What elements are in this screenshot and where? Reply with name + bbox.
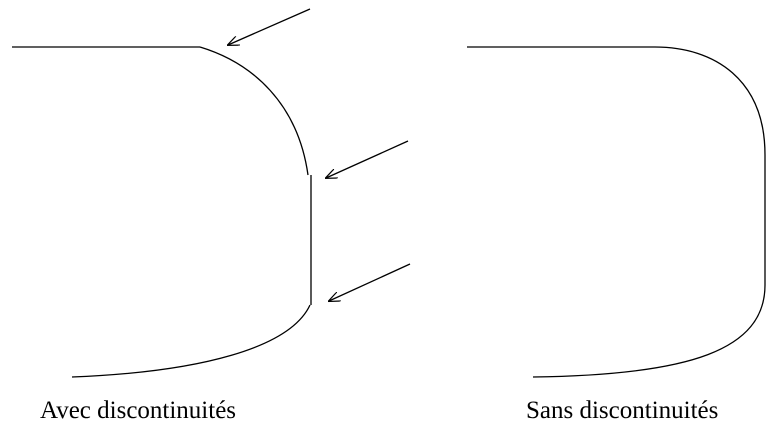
arrow-discontinuity-top: [228, 8, 311, 45]
caption-without-discontinuities: Sans discontinuités: [526, 397, 719, 424]
arrow-discontinuity-middle: [326, 140, 409, 178]
right-smooth-curve: [467, 46, 766, 378]
left-panel: [12, 8, 411, 378]
arrow-discontinuity-bottom: [329, 263, 411, 301]
left-upper-arc: [199, 46, 309, 176]
right-panel: [467, 46, 766, 378]
caption-with-discontinuities: Avec discontinuités: [40, 397, 237, 424]
left-lower-arc: [71, 304, 311, 378]
